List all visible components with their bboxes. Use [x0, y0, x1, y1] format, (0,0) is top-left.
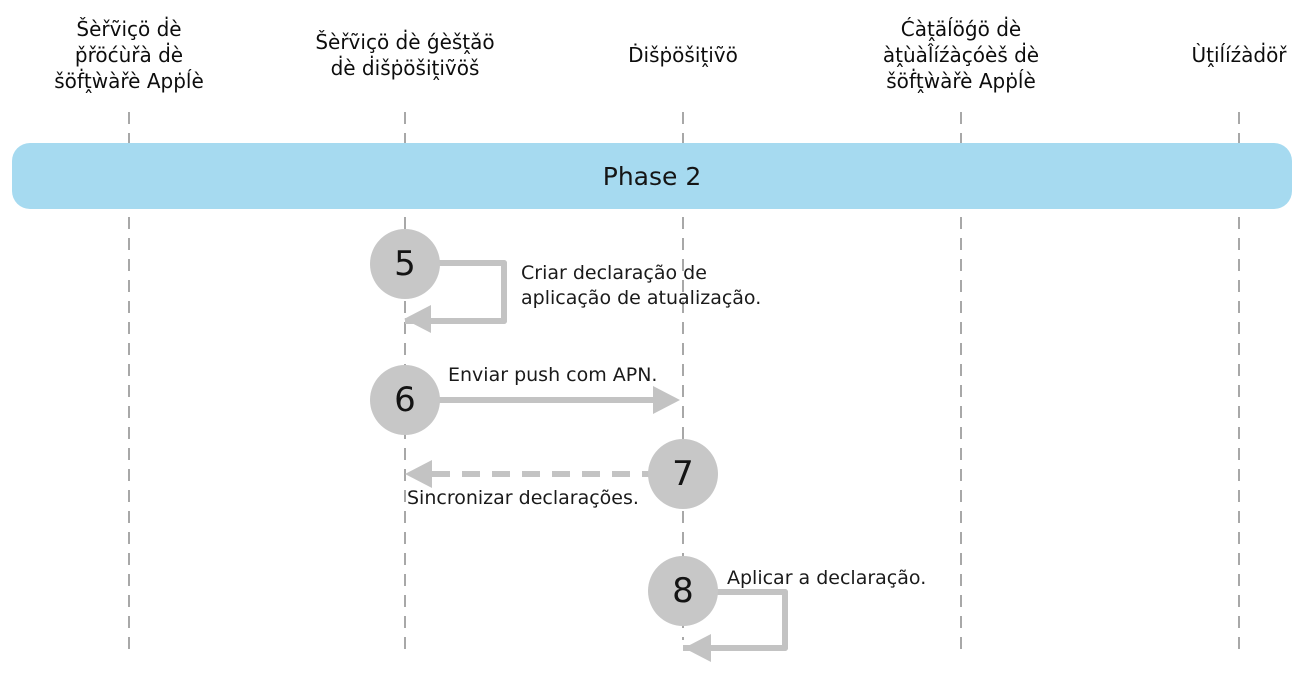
step-5-circle: 5: [370, 229, 440, 299]
step-7-circle: 7: [648, 439, 718, 509]
step-8-number: 8: [672, 571, 694, 611]
step-5-number: 5: [394, 244, 416, 284]
step-7-label: Sincronizar declarações.: [407, 487, 639, 509]
step-6-arrowhead-right-icon: [653, 386, 680, 414]
step-6-circle: 6: [370, 365, 440, 435]
lifeline-device: [682, 112, 684, 640]
lifeline-apple-software-lookup-service: [128, 112, 130, 650]
step-8-arrowhead-left-icon: [684, 634, 711, 662]
step-6-arrow-line: [405, 397, 655, 403]
step-5-label: Criar declaração de aplicação de atualiz…: [521, 262, 762, 309]
lane-header-device-management-service: Šèřṽiçö ḋè ǵèšṱǎö ḋè ḋišṗöšiṱiṽöš: [315, 30, 495, 80]
step-7-dashed-arrow-line: [432, 471, 650, 477]
step-7-number: 7: [672, 454, 694, 494]
step-5-self-loop-arrow: [405, 260, 507, 324]
step-7-arrowhead-left-icon: [405, 460, 432, 488]
lane-header-apple-software-lookup-service: Šèřṽiçö ḋè p̌řöćùřà ḋè šöḟṱẁàřè Apṗĺè: [54, 17, 204, 93]
lane-header-apple-software-update-catalog: Ćàṱäĺöǵö ḋè àṱùàl̂íźàçóèš ḋè šöḟṱẁàřè Ap…: [882, 17, 1040, 93]
phase-banner-label: Phase 2: [602, 161, 702, 191]
phase-banner: Phase 2: [12, 143, 1292, 209]
step-6-label: Enviar push com APN.: [448, 364, 658, 386]
lane-header-user: Ùṱiĺíźàḋöř: [1191, 43, 1287, 67]
lane-header-device: Ḋišṗöšiṱiṽö: [628, 43, 738, 67]
step-8-circle: 8: [648, 556, 718, 626]
step-8-self-loop-arrow: [683, 589, 788, 651]
step-5-arrowhead-left-icon: [404, 305, 431, 333]
step-6-number: 6: [394, 380, 416, 420]
step-8-label: Aplicar a declaração.: [727, 567, 927, 589]
lifeline-apple-software-update-catalog: [960, 112, 962, 650]
lifeline-user: [1238, 112, 1240, 650]
